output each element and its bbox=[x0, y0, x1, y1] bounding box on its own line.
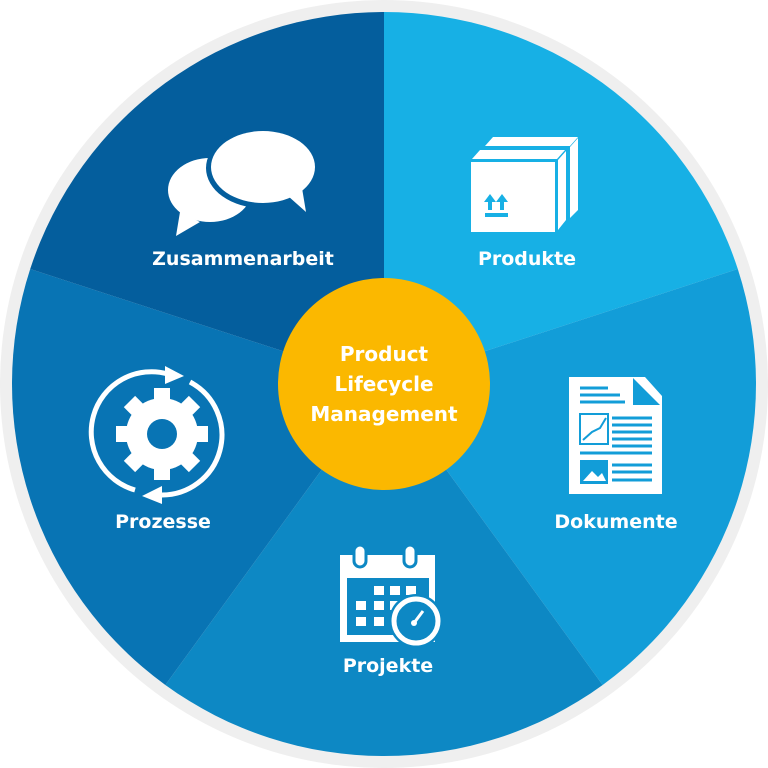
calendar-clock-icon bbox=[340, 543, 443, 648]
segment-label-dokumente: Dokumente bbox=[554, 511, 678, 533]
document-icon bbox=[569, 377, 662, 494]
center-title-line: Product bbox=[339, 342, 429, 366]
center-title-line: Lifecycle bbox=[334, 372, 434, 396]
segment-label-zusammenarbeit: Zusammenarbeit bbox=[152, 248, 334, 270]
box-icon bbox=[471, 137, 578, 232]
segment-label-projekte: Projekte bbox=[342, 655, 434, 677]
segment-label-produkte: Produkte bbox=[477, 248, 577, 270]
chat-bubbles-icon bbox=[168, 128, 318, 236]
segment-label-prozesse: Prozesse bbox=[115, 511, 211, 533]
center-title-line: Management bbox=[310, 402, 458, 426]
gear-cycle-icon bbox=[88, 366, 225, 504]
center-circle: Product Lifecycle Management bbox=[278, 278, 490, 490]
